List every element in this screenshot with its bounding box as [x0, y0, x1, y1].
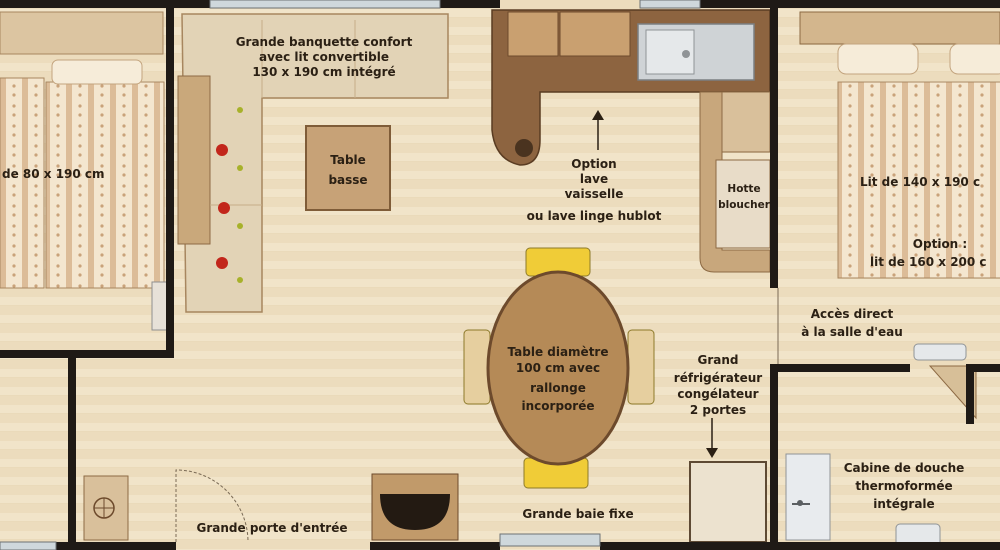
fridge-label-2: réfrigérateur: [674, 371, 762, 385]
kitchen-cupboard: [721, 91, 771, 153]
wardrobe-label-1: Hotte: [727, 183, 760, 195]
chair: [463, 329, 491, 405]
shower-label-2: thermoformée: [855, 479, 952, 493]
window: [209, 0, 441, 9]
shower-cabin: [785, 453, 831, 541]
shower-label-3: intégrale: [873, 497, 934, 511]
flowers: [216, 107, 243, 283]
window: [499, 533, 601, 547]
left-nightstand: [151, 281, 169, 331]
front-door-label: Grande porte d'entrée: [197, 521, 348, 535]
sofa-armrest: [177, 75, 211, 245]
arrow-up-icon: [592, 110, 604, 120]
flower-icon: [216, 144, 228, 156]
sofa-label-2: avec lit convertible: [259, 50, 389, 64]
kitchen-cabinet: [559, 11, 631, 57]
dining-label-3: rallonge: [530, 381, 586, 395]
right-bed: [837, 81, 1000, 279]
sofa-label-3: 130 x 190 cm intégré: [252, 65, 395, 79]
flower-icon: [216, 257, 228, 269]
fridge-label-3: congélateur: [677, 387, 758, 401]
fridge: [689, 461, 767, 543]
faucet-icon: [682, 50, 690, 58]
dishwasher-label-1: Option: [571, 157, 616, 171]
drain-icon: [797, 500, 803, 506]
right-bed-option-2: lit de 160 x 200 c: [870, 255, 987, 269]
left-bed-1: [0, 77, 45, 289]
front-door-swing: [175, 469, 249, 543]
arrow-down-icon: [706, 448, 718, 458]
dishwasher-label-4: ou lave linge hublot: [527, 209, 662, 223]
dining-set: [463, 247, 655, 489]
window: [639, 0, 701, 9]
dishwasher-label-3: vaisselle: [565, 187, 624, 201]
right-bed-option-1: Option :: [913, 237, 967, 251]
flower-icon: [218, 202, 230, 214]
bath-step: [928, 365, 977, 420]
right-bedroom: [799, 11, 1000, 279]
right-headboard: [799, 11, 1000, 45]
bath-access-label-1: Accès direct: [811, 307, 894, 321]
low-table-label-1: Table: [330, 153, 366, 167]
dining-label-1: Table diamètre: [508, 345, 609, 359]
fridge-label-1: Grand: [698, 353, 739, 367]
fridge-label-4: 2 portes: [690, 403, 746, 417]
low-table: [305, 125, 391, 211]
window: [0, 541, 57, 550]
dining-label-4: incorporée: [522, 399, 595, 413]
left-pillow: [51, 59, 143, 85]
stove-icon: [515, 139, 533, 157]
right-pillow: [949, 43, 1000, 75]
kitchen-cabinet: [507, 11, 559, 57]
low-table-label-2: basse: [328, 173, 367, 187]
left-bedroom-headboard: [0, 11, 164, 55]
chair: [627, 329, 655, 405]
left-bed-2: [45, 81, 165, 289]
left-bed-label: de 80 x 190 cm: [2, 167, 105, 181]
sofa-label-1: Grande banquette confort: [236, 35, 413, 49]
wardrobe-label-2: bloucher: [718, 199, 771, 211]
dishwasher-label-2: lave: [580, 172, 608, 186]
bay-window-label: Grande baie fixe: [522, 507, 633, 521]
shower-label-1: Cabine de douche: [844, 461, 965, 475]
dining-label-2: 100 cm avec: [516, 361, 600, 375]
sofa: [177, 13, 449, 313]
left-bedroom: [0, 11, 169, 331]
windows: [0, 0, 701, 550]
armchair-seat: [380, 494, 450, 530]
sink-basin: [913, 343, 967, 361]
right-bed-label: Lit de 140 x 190 c: [860, 175, 980, 189]
right-pillow: [837, 43, 919, 75]
dining-table: [486, 270, 630, 466]
bath-access-label-2: à la salle d'eau: [801, 325, 903, 339]
